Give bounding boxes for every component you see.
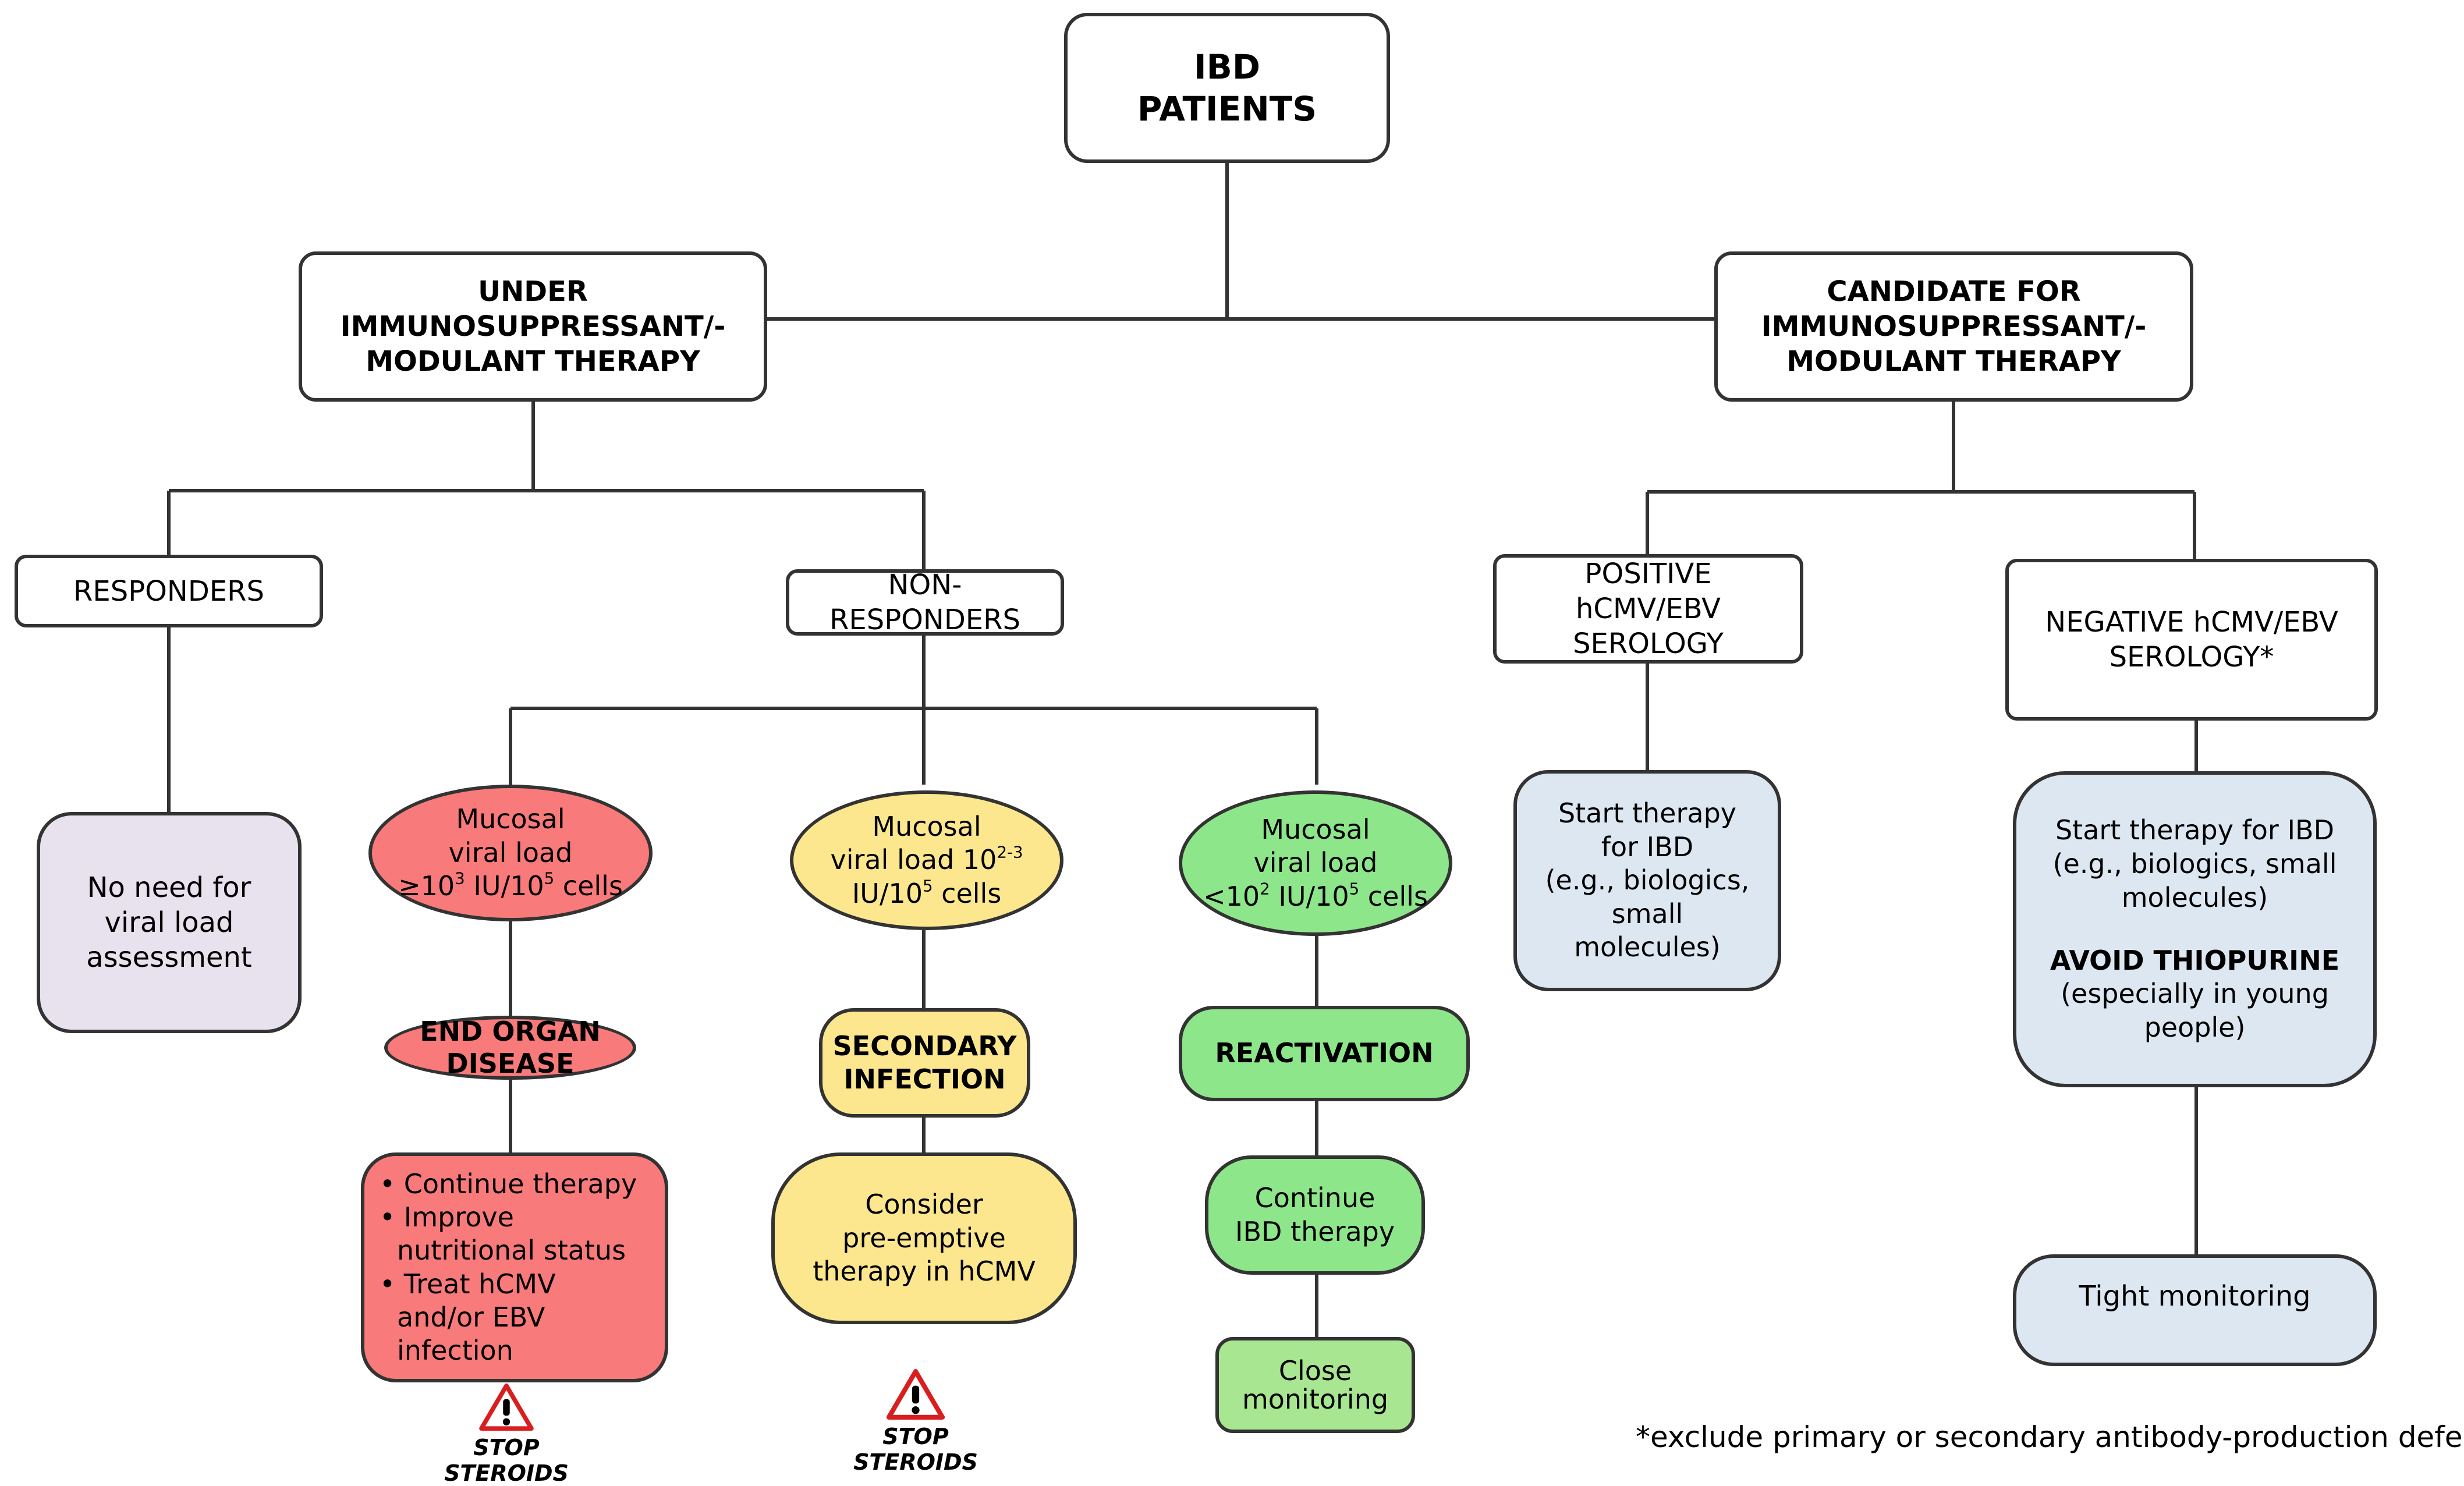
low-viral-load-node: Mucosal viral load <102 IU/105 cells — [1179, 790, 1452, 936]
continue-ibd-therapy-node: Continue IBD therapy — [1205, 1155, 1425, 1275]
stop-steroids-label: STOP STEROIDS — [853, 1424, 978, 1475]
warning-icon — [479, 1383, 534, 1431]
node-line: IMMUNOSUPPRESSANT/- — [1761, 310, 2147, 343]
node-line: pre-emptive — [842, 1222, 1006, 1254]
node-line: viral load — [1253, 847, 1378, 879]
node-line: molecules) — [1574, 931, 1721, 963]
node-line: Consider — [865, 1189, 983, 1221]
node-line: PATIENTS — [1137, 89, 1317, 129]
node-line: NEGATIVE hCMV/EBV — [2045, 606, 2338, 639]
node-line: NON-RESPONDERS — [829, 569, 1020, 636]
ibd-patients-node: IBD PATIENTS — [1064, 13, 1390, 163]
node-line: for IBD — [1601, 831, 1694, 863]
node-line: (especially in young — [2061, 978, 2329, 1010]
node-line: people) — [2144, 1012, 2246, 1044]
node-line: Mucosal — [1261, 813, 1370, 845]
stop-steroids-warning: STOP STEROIDS — [822, 1368, 1009, 1475]
action-item: • Treat hCMV and/or EBV infection — [380, 1268, 556, 1366]
node-line: IMMUNOSUPPRESSANT/- — [340, 310, 726, 343]
node-line: assessment — [86, 941, 252, 974]
node-line: viral load 102-3 — [830, 842, 1023, 876]
node-line: SECONDARY — [832, 1030, 1017, 1062]
node-line: IBD — [1194, 47, 1260, 87]
node-line: ≥103 IU/105 cells — [398, 868, 623, 902]
node-line: REACTIVATION — [1215, 1037, 1434, 1069]
warning-icon — [886, 1369, 945, 1420]
tight-monitoring-node: Tight monitoring — [2013, 1254, 2377, 1366]
node-line: (e.g., biologics, — [1545, 864, 1750, 896]
node-line: (e.g., biologics, small — [2052, 847, 2337, 879]
positive-serology-node: POSITIVE hCMV/EBV SEROLOGY — [1493, 554, 1803, 664]
secondary-infection-node: SECONDARY INFECTION — [819, 1008, 1030, 1118]
node-line: small — [1611, 898, 1683, 930]
footnote: *exclude primary or secondary antibody-p… — [1636, 1420, 2464, 1454]
node-line: AVOID THIOPURINE — [2050, 944, 2340, 976]
node-line: Mucosal — [456, 803, 565, 835]
reactivation-node: REACTIVATION — [1179, 1006, 1470, 1101]
red-actions-node: • Continue therapy • Improve nutritional… — [361, 1152, 668, 1382]
node-line: MODULANT THERAPY — [366, 345, 700, 378]
node-line: molecules) — [2121, 881, 2268, 913]
candidate-therapy-node: CANDIDATE FOR IMMUNOSUPPRESSANT/- MODULA… — [1714, 251, 2193, 402]
node-line: SEROLOGY — [1573, 627, 1724, 660]
node-line: DISEASE — [446, 1048, 575, 1079]
node-line: SEROLOGY* — [2109, 641, 2274, 673]
close-monitoring-node: Close monitoring — [1215, 1337, 1415, 1433]
action-item: • Improve nutritional status — [380, 1201, 626, 1267]
high-viral-load-node: Mucosal viral load ≥103 IU/105 cells — [368, 785, 653, 921]
node-line: monitoring — [1242, 1383, 1389, 1415]
node-line: Tight monitoring — [2079, 1280, 2311, 1313]
responders-node: RESPONDERS — [15, 555, 323, 627]
pre-emptive-therapy-node: Consider pre-emptive therapy in hCMV — [771, 1152, 1077, 1324]
node-line: END ORGAN — [420, 1015, 601, 1047]
node-line: Mucosal — [872, 810, 981, 842]
node-line: INFECTION — [843, 1063, 1006, 1095]
negative-serology-node: NEGATIVE hCMV/EBV SEROLOGY* — [2005, 559, 2378, 721]
node-line: IBD therapy — [1235, 1215, 1395, 1247]
action-item: • Continue therapy — [380, 1168, 637, 1200]
node-line: RESPONDERS — [73, 574, 264, 608]
start-therapy-negative-node: Start therapy for IBD (e.g., biologics, … — [2013, 771, 2377, 1087]
under-therapy-node: UNDER IMMUNOSUPPRESSANT/- MODULANT THERA… — [299, 251, 767, 402]
node-line: Start therapy for IBD — [2055, 814, 2335, 846]
node-line: MODULANT THERAPY — [1786, 345, 2121, 378]
node-line: therapy in hCMV — [813, 1256, 1036, 1288]
stop-steroids-label: STOP STEROIDS — [444, 1435, 569, 1486]
end-organ-disease-node: END ORGAN DISEASE — [384, 1016, 636, 1080]
node-line: IU/105 cells — [852, 876, 1002, 909]
node-line: viral load — [104, 906, 234, 939]
node-line: CANDIDATE FOR — [1827, 275, 2081, 308]
node-line: Start therapy — [1558, 797, 1736, 829]
node-line: No need for — [87, 871, 251, 904]
node-line: viral load — [448, 836, 573, 868]
node-line: Continue — [1254, 1182, 1375, 1214]
node-line: <102 IU/105 cells — [1203, 879, 1428, 912]
no-need-assessment-node: No need for viral load assessment — [37, 812, 302, 1033]
start-therapy-positive-node: Start therapy for IBD (e.g., biologics, … — [1513, 770, 1781, 991]
mid-viral-load-node: Mucosal viral load 102-3 IU/105 cells — [790, 790, 1063, 930]
stop-steroids-warning: STOP STEROIDS — [413, 1382, 600, 1486]
non-responders-node: NON-RESPONDERS — [786, 569, 1064, 636]
node-line: UNDER — [478, 275, 588, 308]
node-line: POSITIVE hCMV/EBV — [1576, 558, 1721, 625]
node-line: Close — [1278, 1355, 1352, 1387]
